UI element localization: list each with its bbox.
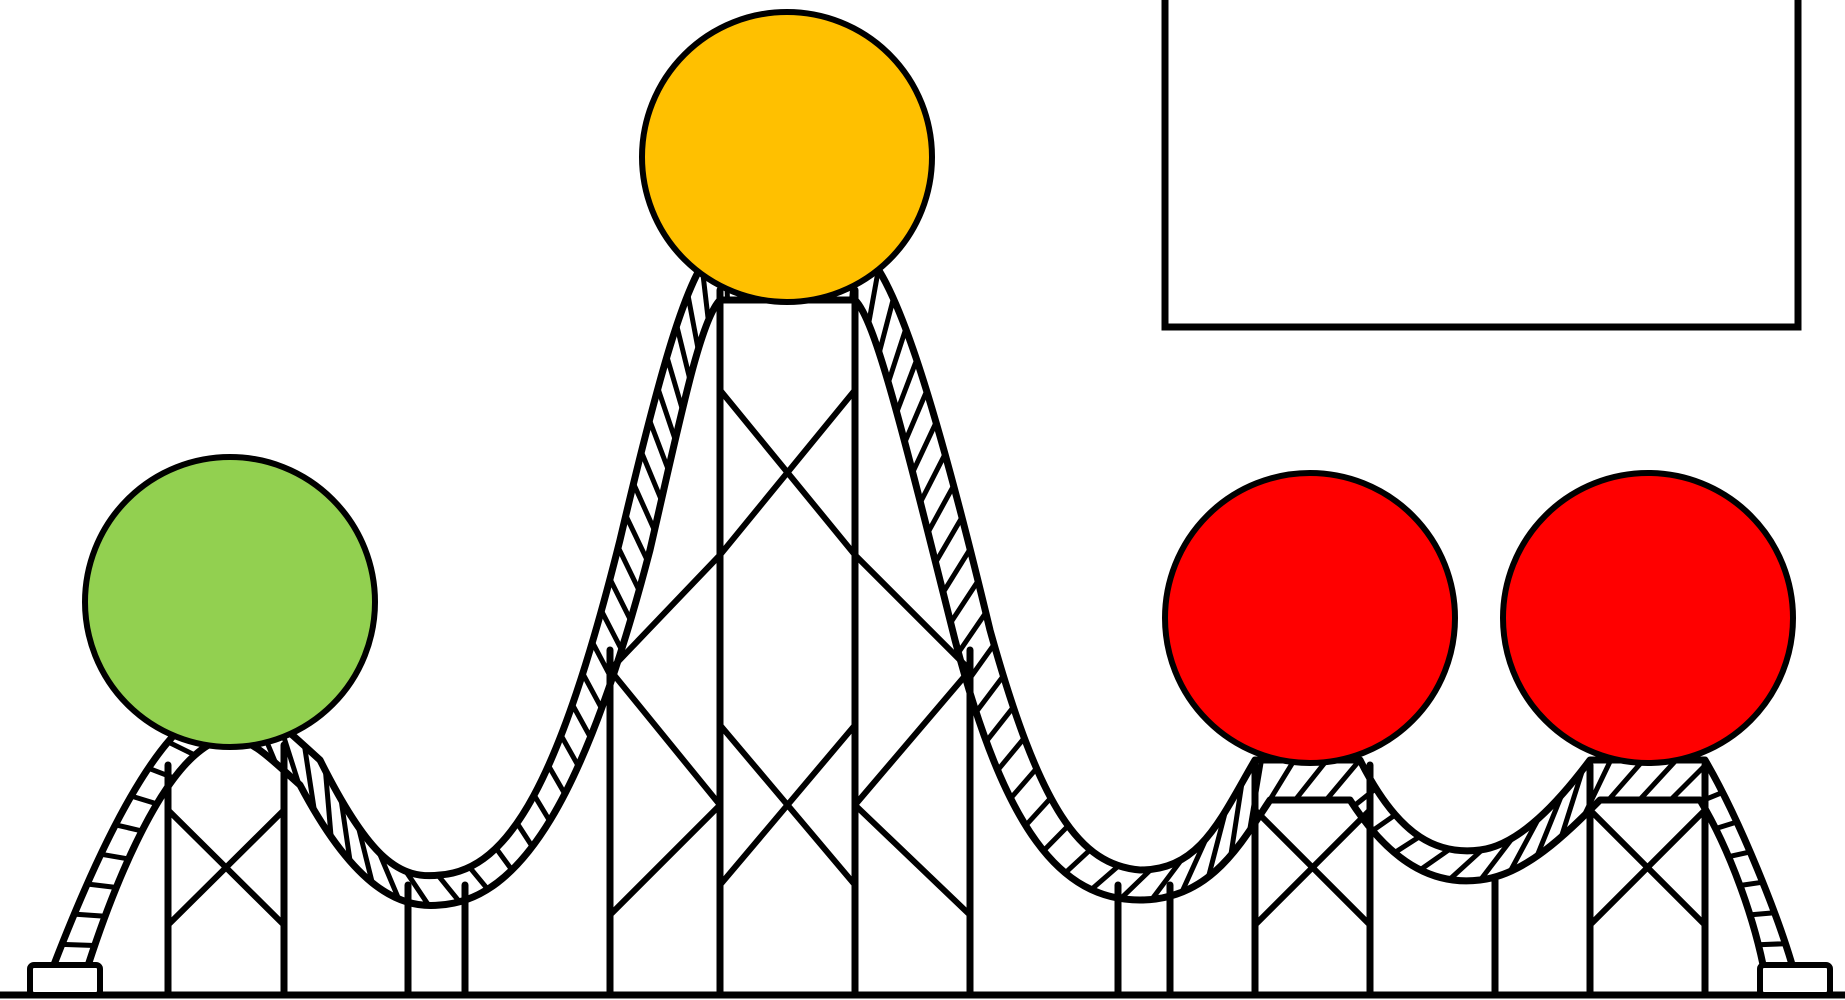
track-tie (943, 549, 970, 593)
track-tie (905, 391, 927, 442)
track-tie (101, 854, 129, 859)
track-tie (517, 823, 532, 847)
track-tie (1065, 850, 1090, 873)
track-tie (1729, 852, 1751, 857)
track-tie (1011, 768, 1037, 798)
marker-yellow (642, 12, 932, 302)
track-tie (913, 422, 936, 472)
track-tie (1395, 837, 1420, 853)
track-tie (1026, 798, 1051, 826)
track-tie (1758, 944, 1785, 945)
track-tie (958, 613, 985, 653)
track-tie (1044, 826, 1069, 851)
track-tie (470, 867, 488, 889)
track-tie (879, 299, 893, 353)
track-tie (986, 707, 1013, 741)
track-tie (920, 454, 945, 502)
track-tie (1326, 760, 1360, 800)
track-tie (688, 295, 698, 350)
track-tie (87, 884, 116, 888)
track-tie (641, 452, 661, 500)
track-tie (1373, 815, 1396, 831)
track-tie (561, 735, 578, 766)
track-tie (677, 326, 690, 380)
track-tie (667, 357, 683, 410)
track-tie (1121, 869, 1151, 898)
track-tie (998, 738, 1025, 770)
track-tie (583, 674, 602, 709)
marker-green (85, 457, 375, 747)
track-tie (572, 705, 590, 738)
track-tie (1640, 760, 1677, 800)
marker-red-2 (1503, 473, 1793, 763)
track-tie (1295, 760, 1327, 800)
support-towers (168, 290, 1705, 995)
track-tie (649, 420, 668, 470)
track-tie (610, 579, 631, 620)
track-tie (928, 486, 954, 533)
track-tie (1740, 882, 1763, 885)
track-tie (618, 547, 639, 590)
track-tie (115, 825, 142, 831)
track-tie (131, 796, 157, 804)
track-tie (601, 611, 621, 650)
answer-box (1165, 0, 1798, 327)
track-tie (936, 517, 962, 562)
track-tie (976, 676, 1003, 712)
track-tie (1716, 822, 1737, 829)
track-tie (634, 484, 655, 531)
track-tie (534, 795, 550, 821)
track-tie (496, 848, 512, 870)
track-tie (626, 515, 648, 560)
left-track-base (30, 965, 100, 995)
track-tie (951, 581, 978, 623)
track-tie (549, 766, 565, 794)
track-tie (1609, 760, 1644, 800)
track-tie (658, 388, 675, 439)
track-tie (74, 914, 105, 916)
marker-red-1 (1165, 473, 1455, 763)
track-tie (1750, 913, 1775, 915)
track-tie (888, 329, 906, 383)
track-tie (62, 944, 95, 945)
track-tie (1420, 849, 1450, 870)
right-track-base (1760, 965, 1830, 995)
track-tie (438, 875, 460, 902)
track-tie (897, 360, 917, 413)
